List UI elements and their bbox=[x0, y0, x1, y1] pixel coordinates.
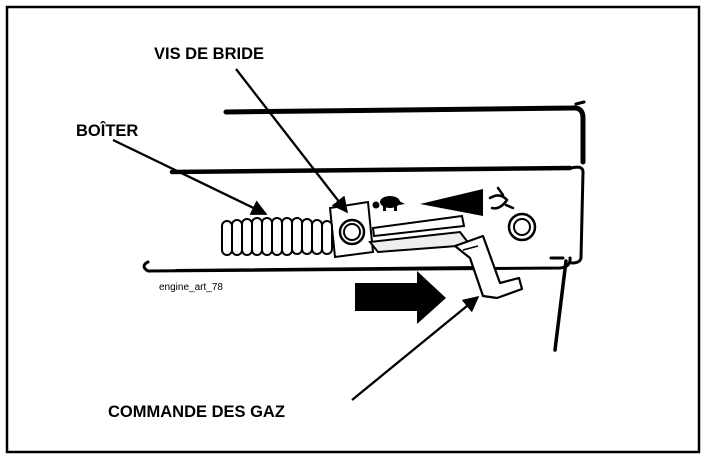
speed-wedge bbox=[420, 189, 483, 216]
direction-arrow bbox=[355, 271, 446, 324]
governor-spring bbox=[221, 217, 333, 256]
turtle-icon bbox=[372, 196, 405, 211]
figure-border bbox=[5, 5, 701, 454]
label-flange-screw: VIS DE BRIDE bbox=[154, 45, 264, 63]
rabbit-icon bbox=[488, 186, 515, 210]
label-throttle-control: COMMANDE DES GAZ bbox=[108, 403, 285, 421]
label-housing: BOÎTER bbox=[76, 121, 138, 140]
art-id: engine_art_78 bbox=[159, 282, 223, 293]
callout-lines bbox=[112, 68, 480, 401]
engine-housing bbox=[142, 100, 586, 352]
flange-screw bbox=[338, 218, 366, 246]
mounting-bolt bbox=[507, 212, 537, 242]
throttle-lever bbox=[453, 234, 524, 300]
